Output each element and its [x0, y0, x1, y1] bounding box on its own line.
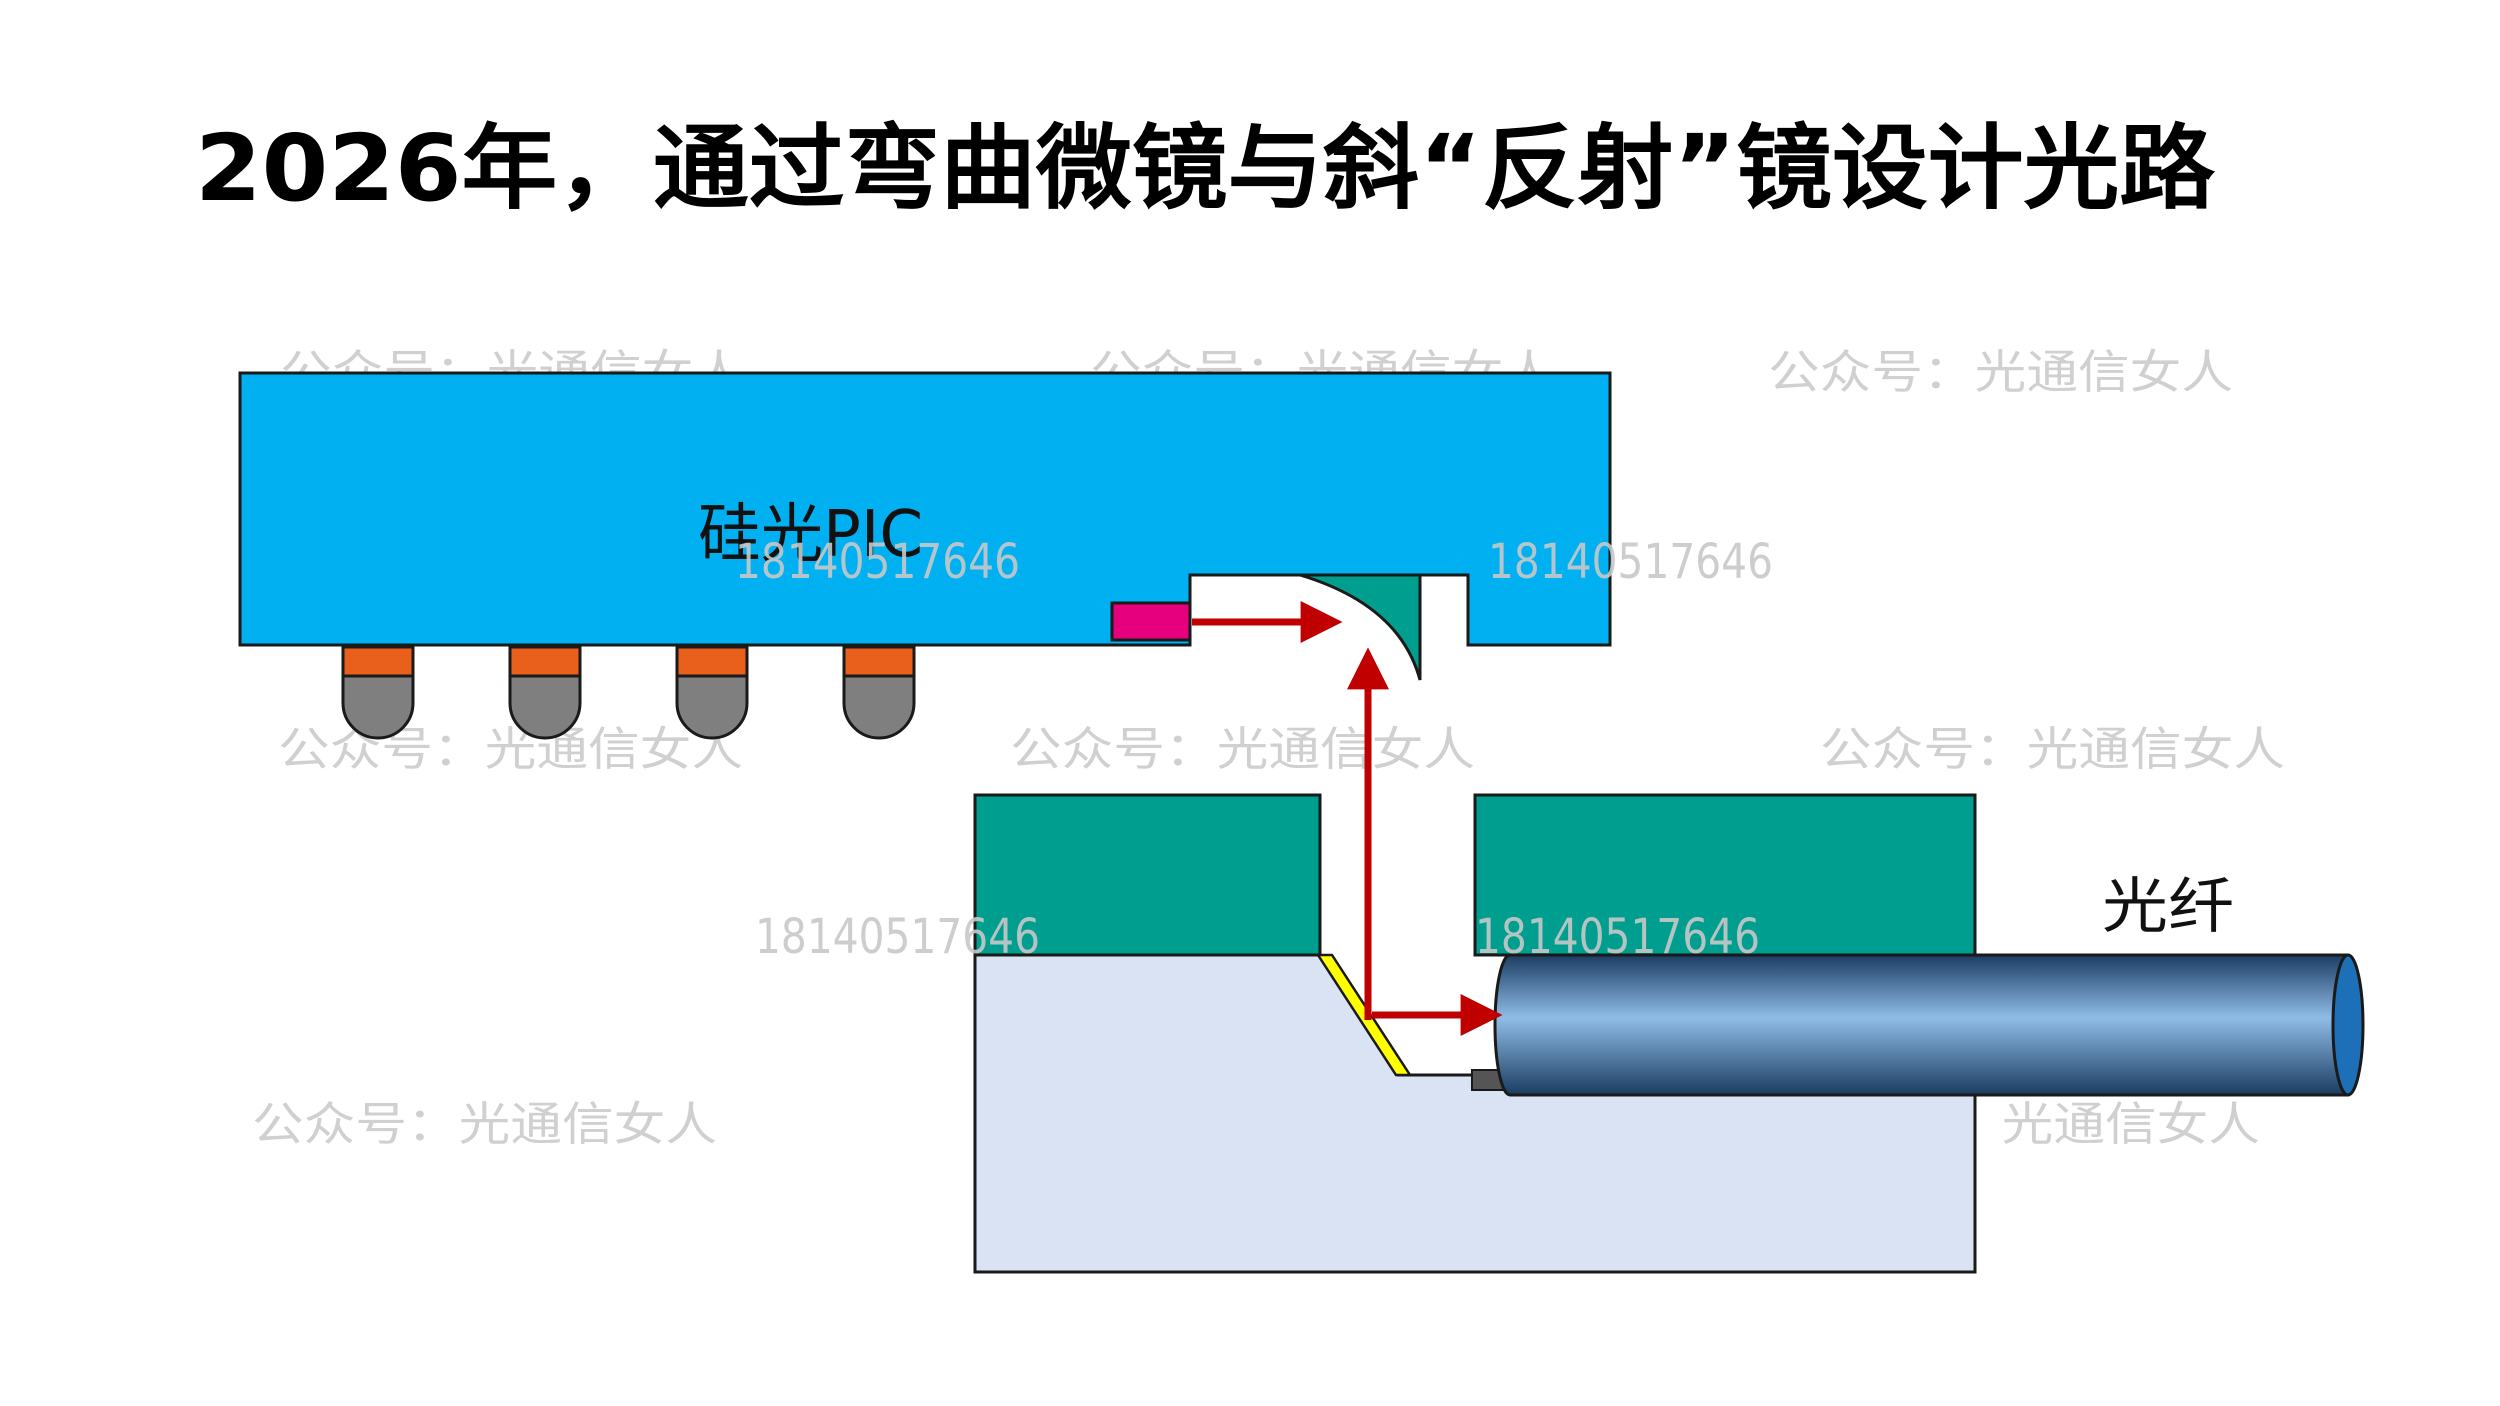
solder-bump-row — [341, 645, 916, 740]
watermark-phone: 18140517646 — [755, 909, 1040, 965]
tilted-reflection-mirror — [1315, 953, 1413, 1077]
silicon-pic-chip — [238, 371, 1612, 647]
laser-emitter-pad — [1110, 601, 1192, 642]
curved-micro-mirror — [1299, 573, 1422, 681]
watermark-phone: 18140517646 — [1488, 534, 1773, 590]
solder-bump — [675, 645, 749, 740]
watermark-phone: 18140517646 — [735, 534, 1020, 590]
fiber-end-face — [2331, 953, 2365, 1097]
solder-bump — [508, 645, 582, 740]
page-title: 2026年，通过弯曲微镜与斜“反射”镜设计光路 — [195, 115, 2216, 222]
watermark-account: 公众号：光通信女人 — [1820, 722, 2285, 776]
light-path — [1192, 601, 1503, 1036]
fiber-label: 光纤 — [2102, 872, 2234, 942]
watermark-account: 公众号：光通信女人 — [278, 722, 743, 776]
pic-label: 硅光PIC — [698, 498, 923, 572]
watermark-account: 公众号：光通信女人 — [1768, 345, 2233, 399]
substrate-cap-left — [973, 793, 1322, 957]
solder-bump — [341, 645, 415, 740]
watermark-account: 公众号：光通信女人 — [252, 1097, 717, 1151]
watermark-phone: 18140517646 — [1475, 909, 1760, 965]
solder-bump — [842, 645, 916, 740]
watermark-phone-layer: 18140517646 18140517646 18140517646 1814… — [735, 534, 1773, 965]
optical-fiber — [1493, 953, 2365, 1097]
watermark-account: 公众号：光通信女人 — [1010, 722, 1475, 776]
substrate-cap-right — [1473, 793, 1977, 957]
